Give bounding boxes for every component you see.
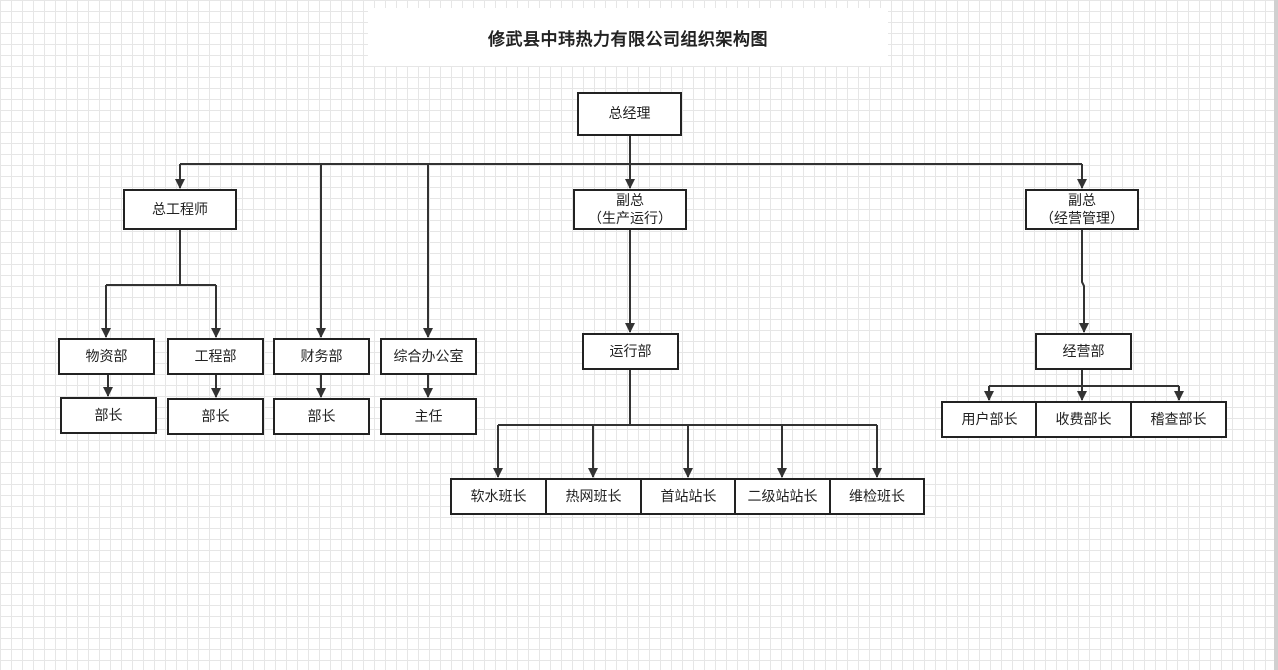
node-deputy-operations: 副总 （经营管理） [1025,189,1139,230]
node-materials-head: 部长 [60,397,157,434]
node-chief-engineer: 总工程师 [123,189,237,230]
node-secondary-station-head: 二级站站长 [734,478,831,515]
node-label: 财务部 [300,348,343,365]
title-band: 修武县中玮热力有限公司组织架构图 [368,8,888,66]
node-label: 首站站长 [660,488,717,505]
canvas-edge [1274,0,1278,670]
node-billing-head: 收费部长 [1035,401,1132,438]
node-label: 热网班长 [565,488,622,505]
node-engineering-dept: 工程部 [167,338,264,375]
node-customer-head: 用户部长 [941,401,1038,438]
node-label: 用户部长 [961,411,1018,428]
node-label: 物资部 [85,348,128,365]
node-engineering-head: 部长 [167,398,264,435]
node-label: 软水班长 [470,488,527,505]
node-general-office: 综合办公室 [380,338,477,375]
node-label-line1: 副总 [1068,192,1096,209]
node-inspection-head: 稽查部长 [1130,401,1227,438]
node-heat-network-leader: 热网班长 [545,478,642,515]
node-soft-water-leader: 软水班长 [450,478,547,515]
node-label: 部长 [307,408,336,425]
node-label: 二级站站长 [747,488,818,505]
edge-deputy-ops-business [1079,230,1089,333]
node-operations-dept: 运行部 [582,333,679,370]
node-maintenance-leader: 维检班长 [829,478,925,515]
node-label: 部长 [201,408,230,425]
node-label: 维检班长 [849,488,905,505]
node-label: 综合办公室 [393,348,464,365]
node-first-station-head: 首站站长 [640,478,737,515]
node-finance-dept: 财务部 [273,338,370,375]
node-label: 运行部 [609,343,652,360]
node-label: 主任 [414,408,443,425]
node-label: 总工程师 [152,201,208,218]
node-label: 稽查部长 [1150,411,1207,428]
node-label: 部长 [94,407,123,424]
node-business-dept: 经营部 [1035,333,1132,370]
node-finance-head: 部长 [273,398,370,435]
node-label: 收费部长 [1055,411,1112,428]
diagram-title: 修武县中玮热力有限公司组织架构图 [488,29,768,50]
node-office-director: 主任 [380,398,477,435]
node-label-line2: （生产运行） [588,210,672,227]
node-label: 工程部 [194,348,237,365]
node-label: 经营部 [1062,343,1105,360]
node-label-line2: （经营管理） [1040,210,1124,227]
node-materials-dept: 物资部 [58,338,155,375]
node-deputy-production: 副总 （生产运行） [573,189,687,230]
node-label-line1: 副总 [616,192,644,209]
node-general-manager: 总经理 [577,92,682,136]
node-label: 总经理 [608,106,651,122]
